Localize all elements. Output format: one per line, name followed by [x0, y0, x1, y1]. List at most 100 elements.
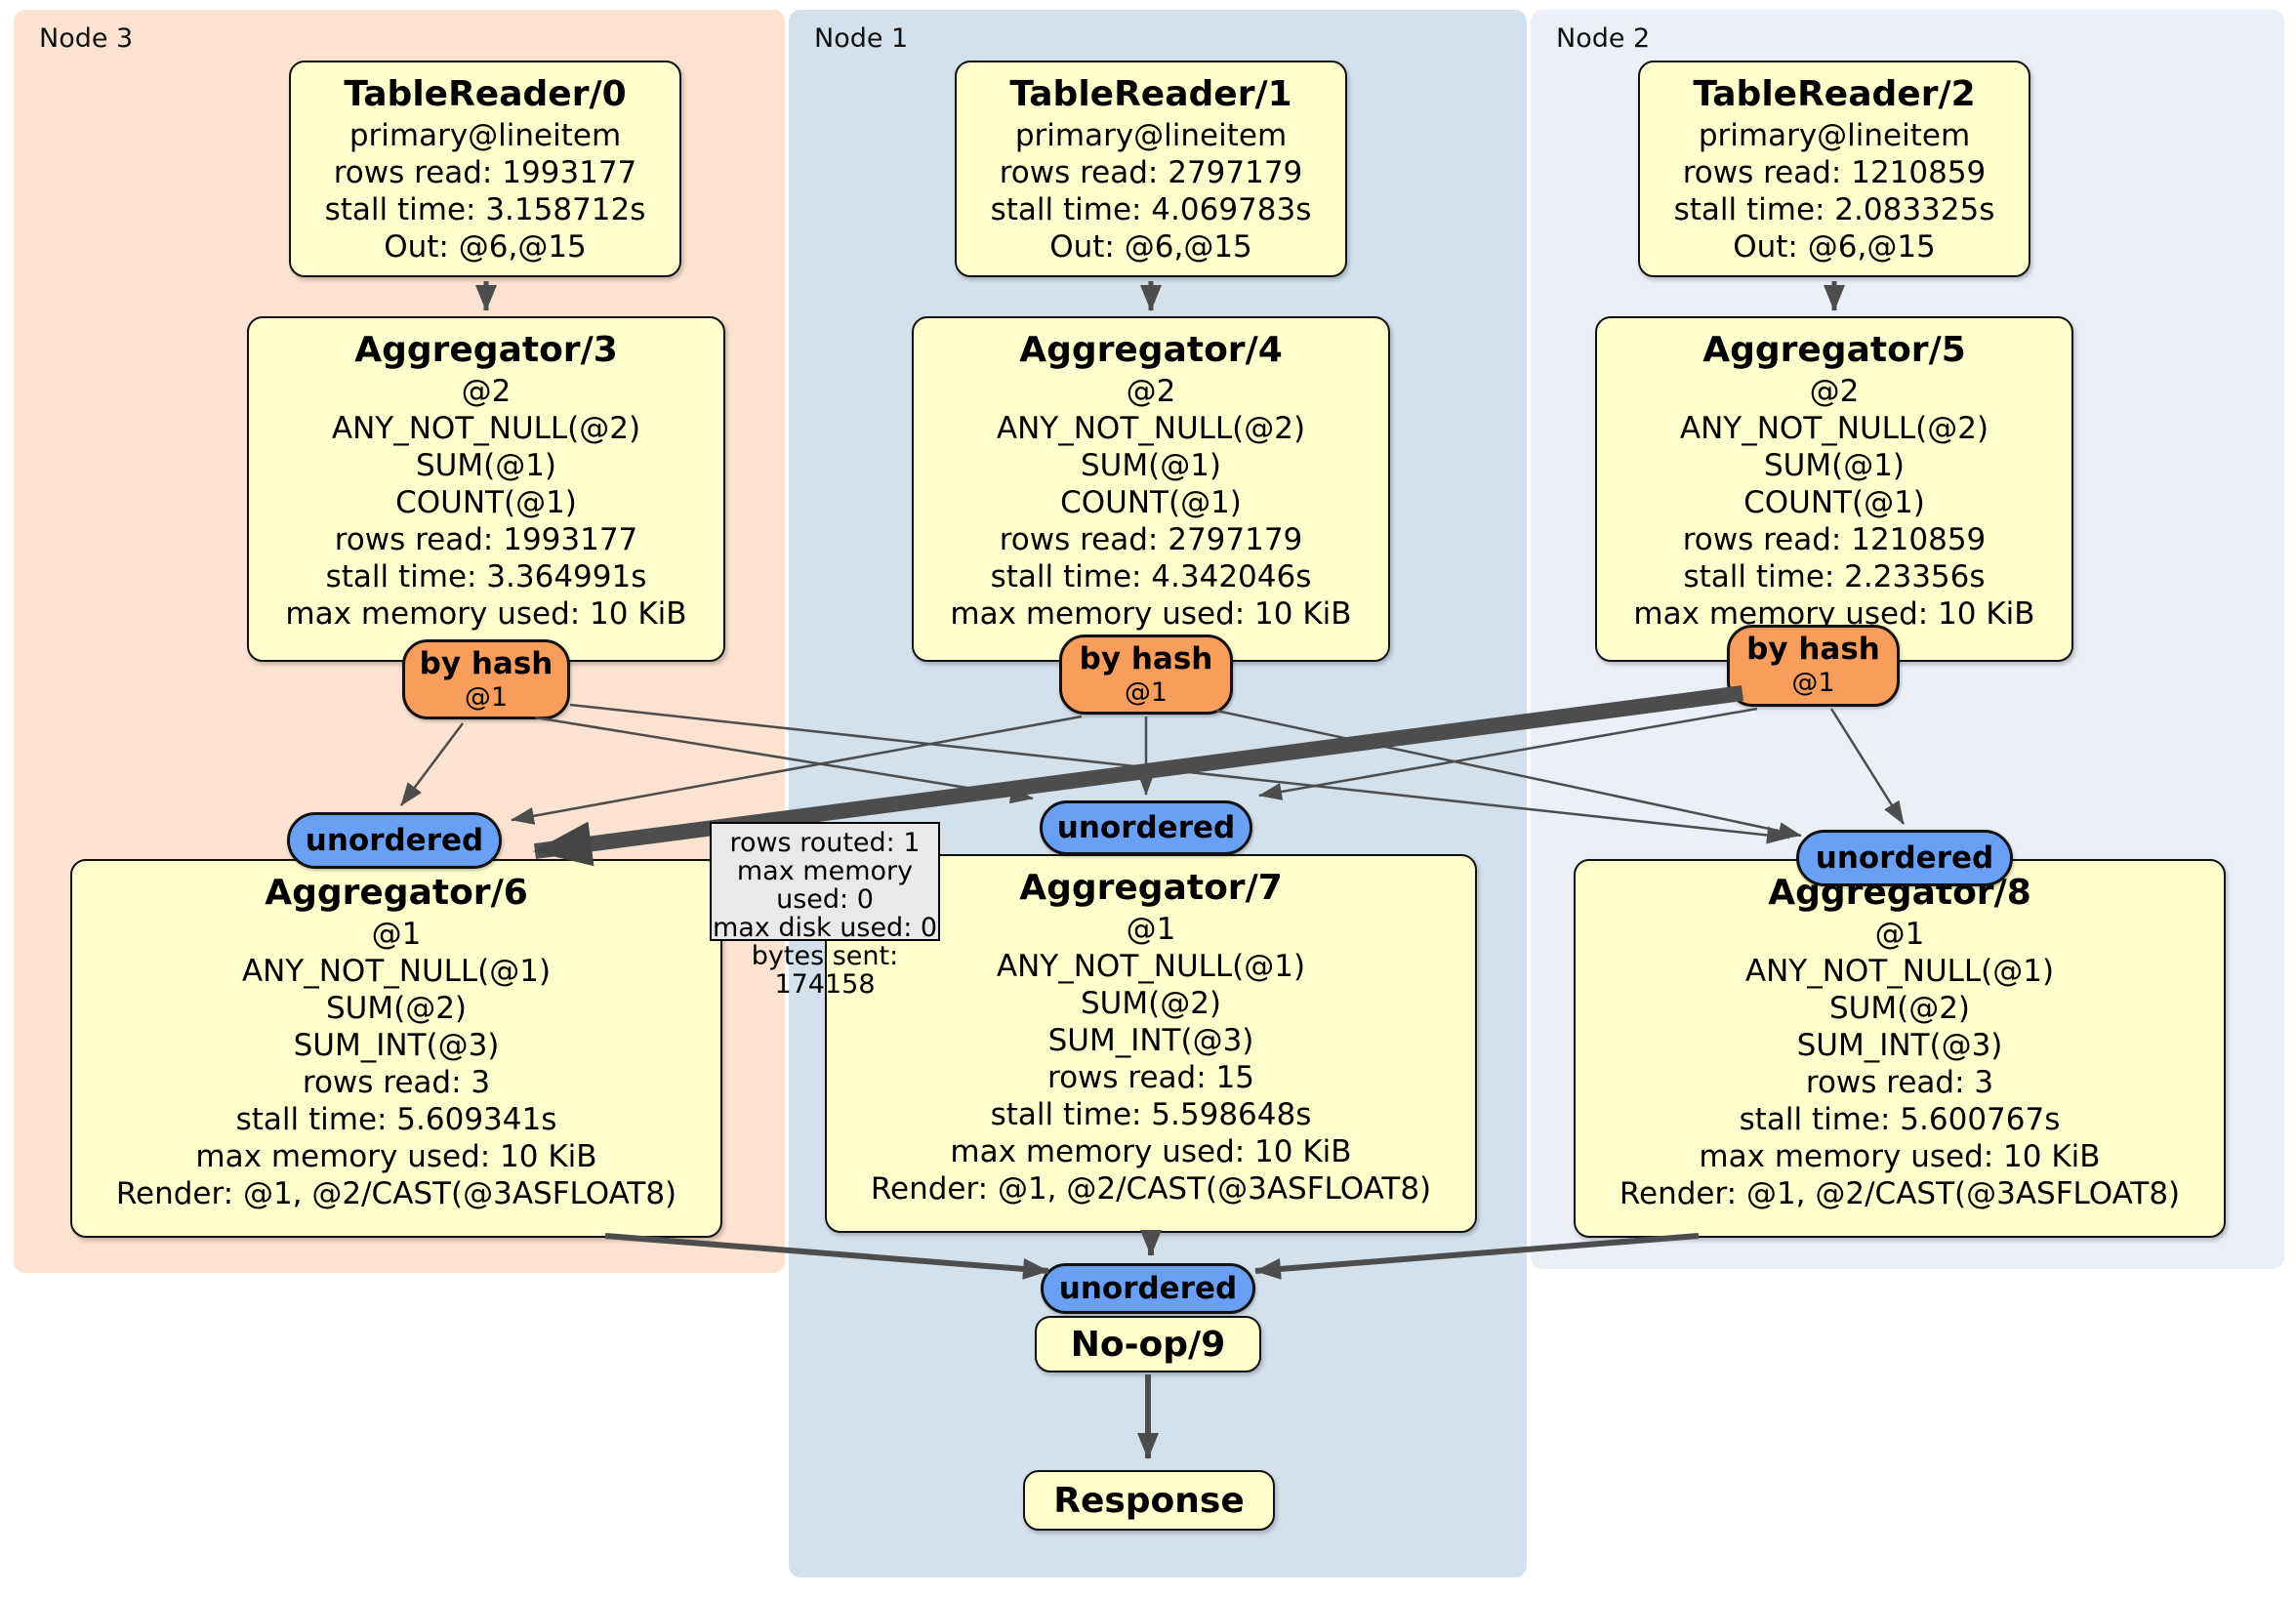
processor-line: COUNT(@1)	[1743, 485, 1925, 520]
processor-line: rows read: 1993177	[334, 522, 638, 557]
processor-line: max memory used: 10 KiB	[950, 1134, 1352, 1169]
processor-line: stall time: 2.23356s	[1683, 559, 1986, 594]
processor-line: rows read: 1210859	[1682, 522, 1987, 557]
router-by-hash-node2: by hash @1	[1727, 625, 1900, 707]
processor-tablereader-1: TableReader/1 primary@lineitem rows read…	[955, 61, 1347, 277]
router-by-hash-column: @1	[1124, 677, 1168, 708]
processor-aggregator-6: Aggregator/6 @1 ANY_NOT_NULL(@1) SUM(@2)…	[70, 859, 722, 1238]
processor-line: SUM(@2)	[325, 991, 468, 1026]
processor-line: SUM(@2)	[1080, 986, 1222, 1021]
processor-line: rows read: 2797179	[999, 522, 1303, 557]
processor-line: @2	[1126, 374, 1176, 409]
processor-line: COUNT(@1)	[395, 485, 577, 520]
processor-line: Out: @6,@15	[384, 229, 587, 265]
processor-line: max memory used: 10 KiB	[950, 596, 1352, 632]
processor-line: ANY_NOT_NULL(@1)	[1744, 954, 2055, 989]
stream-unordered-node1: unordered	[1040, 800, 1252, 855]
region-node2-label: Node 2	[1556, 23, 1651, 54]
processor-line: stall time: 5.598648s	[990, 1097, 1312, 1132]
processor-line: stall time: 5.600767s	[1739, 1102, 2061, 1137]
processor-line: COUNT(@1)	[1060, 485, 1242, 520]
processor-line: ANY_NOT_NULL(@2)	[331, 411, 641, 446]
processor-line: max memory used: 10 KiB	[195, 1139, 597, 1174]
processor-line: rows read: 1210859	[1682, 155, 1987, 190]
stream-unordered-node2: unordered	[1796, 830, 2013, 886]
processor-line: stall time: 5.609341s	[235, 1102, 557, 1137]
router-by-hash-node1: by hash @1	[1059, 635, 1233, 715]
processor-line: SUM(@1)	[1763, 448, 1906, 483]
processor-line: rows read: 1993177	[333, 155, 637, 190]
stream-unordered-label: unordered	[1058, 1271, 1238, 1306]
processor-aggregator-3: Aggregator/3 @2 ANY_NOT_NULL(@2) SUM(@1)…	[247, 316, 725, 662]
processor-line: SUM(@1)	[1080, 448, 1222, 483]
processor-line: rows read: 3	[1805, 1065, 1994, 1100]
processor-title: Aggregator/4	[1019, 330, 1283, 370]
router-by-hash-column: @1	[464, 682, 509, 713]
region-node1-label: Node 1	[814, 23, 909, 54]
processor-line: @1	[1874, 917, 1925, 952]
processor-title: No-op/9	[1070, 1324, 1226, 1365]
processor-line: rows read: 15	[1047, 1060, 1254, 1095]
edge-tooltip: rows routed: 1 max memory used: 0 max di…	[710, 822, 940, 999]
tooltip-line: rows routed: 1	[729, 828, 921, 858]
processor-title: Aggregator/5	[1702, 330, 1966, 370]
tooltip-line: max memory used: 0	[736, 856, 914, 915]
processor-line: stall time: 4.342046s	[990, 559, 1312, 594]
processor-aggregator-5: Aggregator/5 @2 ANY_NOT_NULL(@2) SUM(@1)…	[1595, 316, 2073, 662]
region-node3-label: Node 3	[39, 23, 134, 54]
processor-title: Aggregator/3	[354, 330, 618, 370]
processor-line: primary@lineitem	[348, 118, 622, 153]
processor-line: ANY_NOT_NULL(@1)	[996, 949, 1306, 984]
router-by-hash-label: by hash	[1079, 641, 1213, 676]
processor-line: max memory used: 10 KiB	[1699, 1139, 2101, 1174]
processor-line: primary@lineitem	[1698, 118, 1971, 153]
processor-line: ANY_NOT_NULL(@1)	[241, 954, 552, 989]
processor-title: Response	[1053, 1480, 1245, 1521]
processor-line: SUM(@1)	[415, 448, 557, 483]
processor-line: @1	[1126, 912, 1176, 947]
processor-line: @2	[461, 374, 512, 409]
processor-line: stall time: 3.364991s	[325, 559, 647, 594]
router-by-hash-label: by hash	[419, 646, 554, 681]
processor-line: stall time: 2.083325s	[1673, 192, 1995, 227]
processor-line: ANY_NOT_NULL(@2)	[1679, 411, 1989, 446]
processor-line: Render: @1, @2/CAST(@3ASFLOAT8)	[870, 1171, 1432, 1207]
processor-line: max memory used: 10 KiB	[285, 596, 687, 632]
stream-unordered-node3: unordered	[287, 812, 502, 869]
processor-noop-9: No-op/9	[1035, 1316, 1261, 1372]
router-by-hash-node3: by hash @1	[402, 639, 570, 719]
stream-unordered-final: unordered	[1041, 1263, 1255, 1314]
processor-line: SUM(@2)	[1828, 991, 1971, 1026]
processor-line: @2	[1809, 374, 1860, 409]
processor-tablereader-0: TableReader/0 primary@lineitem rows read…	[289, 61, 681, 277]
processor-title: TableReader/0	[344, 74, 627, 114]
processor-tablereader-2: TableReader/2 primary@lineitem rows read…	[1638, 61, 2030, 277]
processor-line: primary@lineitem	[1014, 118, 1288, 153]
processor-response: Response	[1023, 1470, 1275, 1531]
processor-line: @1	[371, 917, 422, 952]
router-by-hash-label: by hash	[1746, 632, 1880, 667]
processor-line: rows read: 2797179	[999, 155, 1303, 190]
processor-line: stall time: 4.069783s	[990, 192, 1312, 227]
processor-line: stall time: 3.158712s	[324, 192, 646, 227]
stream-unordered-label: unordered	[1056, 810, 1236, 845]
stream-unordered-label: unordered	[1815, 840, 1994, 876]
processor-title: TableReader/1	[1009, 74, 1292, 114]
processor-aggregator-4: Aggregator/4 @2 ANY_NOT_NULL(@2) SUM(@1)…	[912, 316, 1390, 662]
router-by-hash-column: @1	[1791, 668, 1835, 698]
processor-line: rows read: 3	[302, 1065, 491, 1100]
stream-unordered-label: unordered	[305, 823, 484, 858]
processor-line: Out: @6,@15	[1733, 229, 1936, 265]
processor-title: Aggregator/6	[265, 873, 528, 913]
processor-title: Aggregator/7	[1019, 868, 1283, 908]
processor-line: SUM_INT(@3)	[1796, 1028, 2003, 1063]
tooltip-line: bytes sent: 174158	[751, 941, 899, 1000]
processor-line: Render: @1, @2/CAST(@3ASFLOAT8)	[1619, 1176, 2181, 1211]
processor-title: TableReader/2	[1693, 74, 1976, 114]
processor-line: ANY_NOT_NULL(@2)	[996, 411, 1306, 446]
processor-line: SUM_INT(@3)	[293, 1028, 500, 1063]
tooltip-line: max disk used: 0	[712, 913, 938, 943]
processor-line: SUM_INT(@3)	[1047, 1023, 1254, 1058]
processor-line: Out: @6,@15	[1049, 229, 1252, 265]
